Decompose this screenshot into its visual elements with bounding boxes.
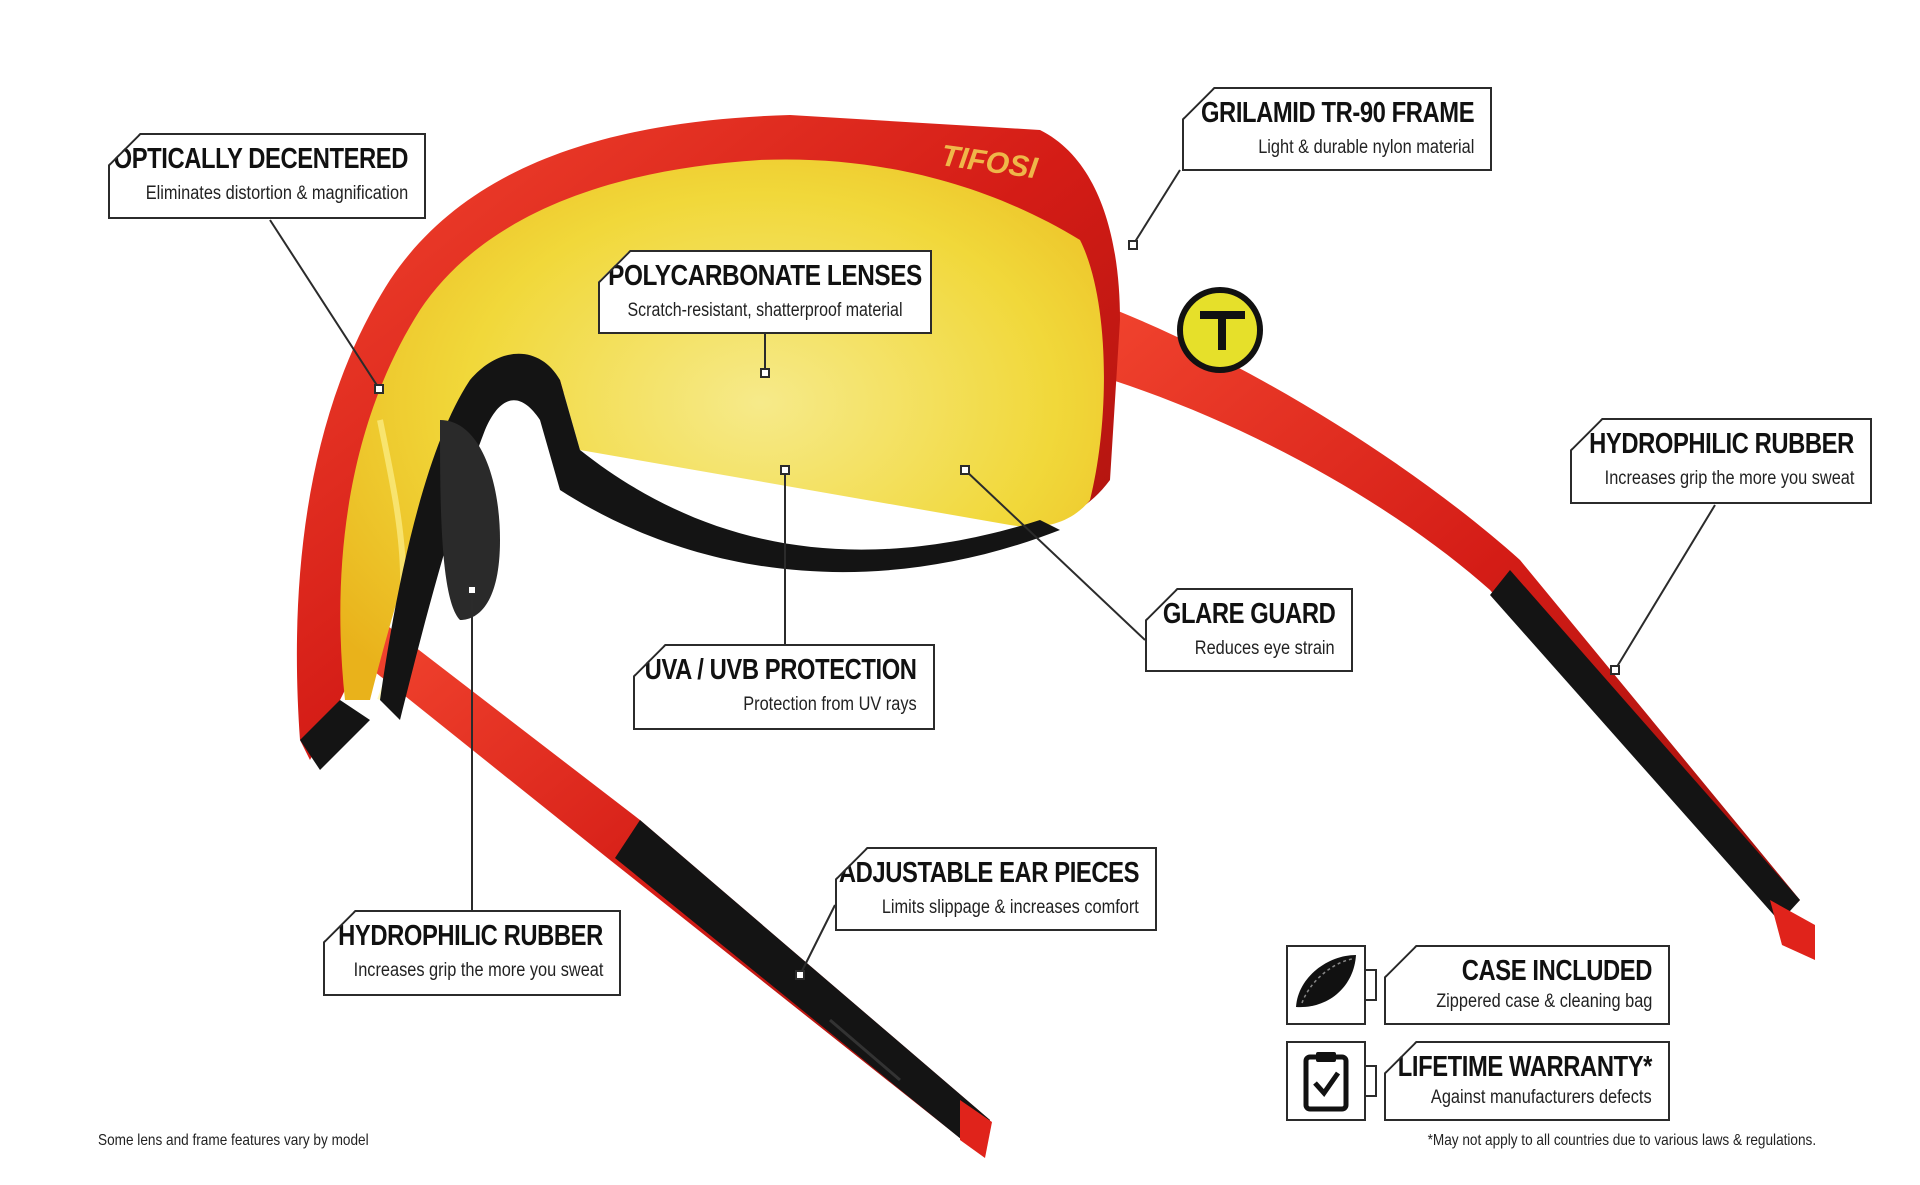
callout-title: UVA / UVB PROTECTION [645,654,917,686]
callout-glare-guard: GLARE GUARD Reduces eye strain [1145,588,1353,672]
extra-title: LIFETIME WARRANTY* [1397,1051,1653,1083]
extra-title: CASE INCLUDED [1461,955,1653,987]
callout-title: GLARE GUARD [1162,598,1335,630]
warranty-connector [1366,1065,1377,1097]
callout-title: OPTICALLY DECENTERED [113,143,409,175]
leader-lines [269,169,1716,980]
callout-polycarbonate-lenses: POLYCARBONATE LENSES Scratch-resistant, … [598,250,932,334]
case-connector [1366,969,1377,1001]
extra-lifetime-warranty: LIFETIME WARRANTY* Against manufacturers… [1384,1041,1670,1121]
callout-optically-decentered: OPTICALLY DECENTERED Eliminates distorti… [108,133,426,219]
callout-subtitle: Scratch-resistant, shatterproof material [627,300,903,321]
callout-hydrophilic-rubber-right: HYDROPHILIC RUBBER Increases grip the mo… [1570,418,1872,504]
left-temple-arm [360,620,992,1158]
ear-piece-logo-text [829,1018,901,1082]
callout-subtitle: Increases grip the more you sweat [1604,468,1854,489]
callout-hydrophilic-rubber-left: HYDROPHILIC RUBBER Increases grip the mo… [323,910,621,996]
nose-pad [440,420,500,620]
case-icon [1296,955,1356,1008]
callout-subtitle: Eliminates distortion & magnification [145,183,408,204]
footnote-right: *May not apply to all countries due to v… [1427,1132,1816,1149]
warranty-icon-box [1286,1041,1366,1121]
extra-case-included: CASE INCLUDED Zippered case & cleaning b… [1384,945,1670,1025]
callout-subtitle: Light & durable nylon material [1257,137,1474,158]
callout-subtitle: Protection from UV rays [743,694,917,715]
callout-title: HYDROPHILIC RUBBER [338,920,603,952]
footnote-left: Some lens and frame features vary by mod… [98,1132,369,1149]
callout-subtitle: Increases grip the more you sweat [353,960,603,981]
extra-subtitle: Zippered case & cleaning bag [1435,991,1652,1012]
callout-subtitle: Limits slippage & increases comfort [881,897,1139,918]
callout-adjustable-ear-pieces: ADJUSTABLE EAR PIECES Limits slippage & … [835,847,1157,931]
callout-subtitle: Reduces eye strain [1195,638,1335,659]
right-temple-arm [1080,287,1815,960]
case-icon-box [1286,945,1366,1025]
callout-uva-uvb-protection: UVA / UVB PROTECTION Protection from UV … [633,644,935,730]
callout-title: POLYCARBONATE LENSES [608,260,922,292]
callout-title: GRILAMID TR-90 FRAME [1200,97,1475,129]
callout-title: HYDROPHILIC RUBBER [1589,428,1854,460]
callout-grilamid-frame: GRILAMID TR-90 FRAME Light & durable nyl… [1182,87,1492,171]
callout-title: ADJUSTABLE EAR PIECES [838,857,1140,889]
clipboard-check-icon [1303,1052,1349,1112]
extra-subtitle: Against manufacturers defects [1431,1087,1652,1108]
